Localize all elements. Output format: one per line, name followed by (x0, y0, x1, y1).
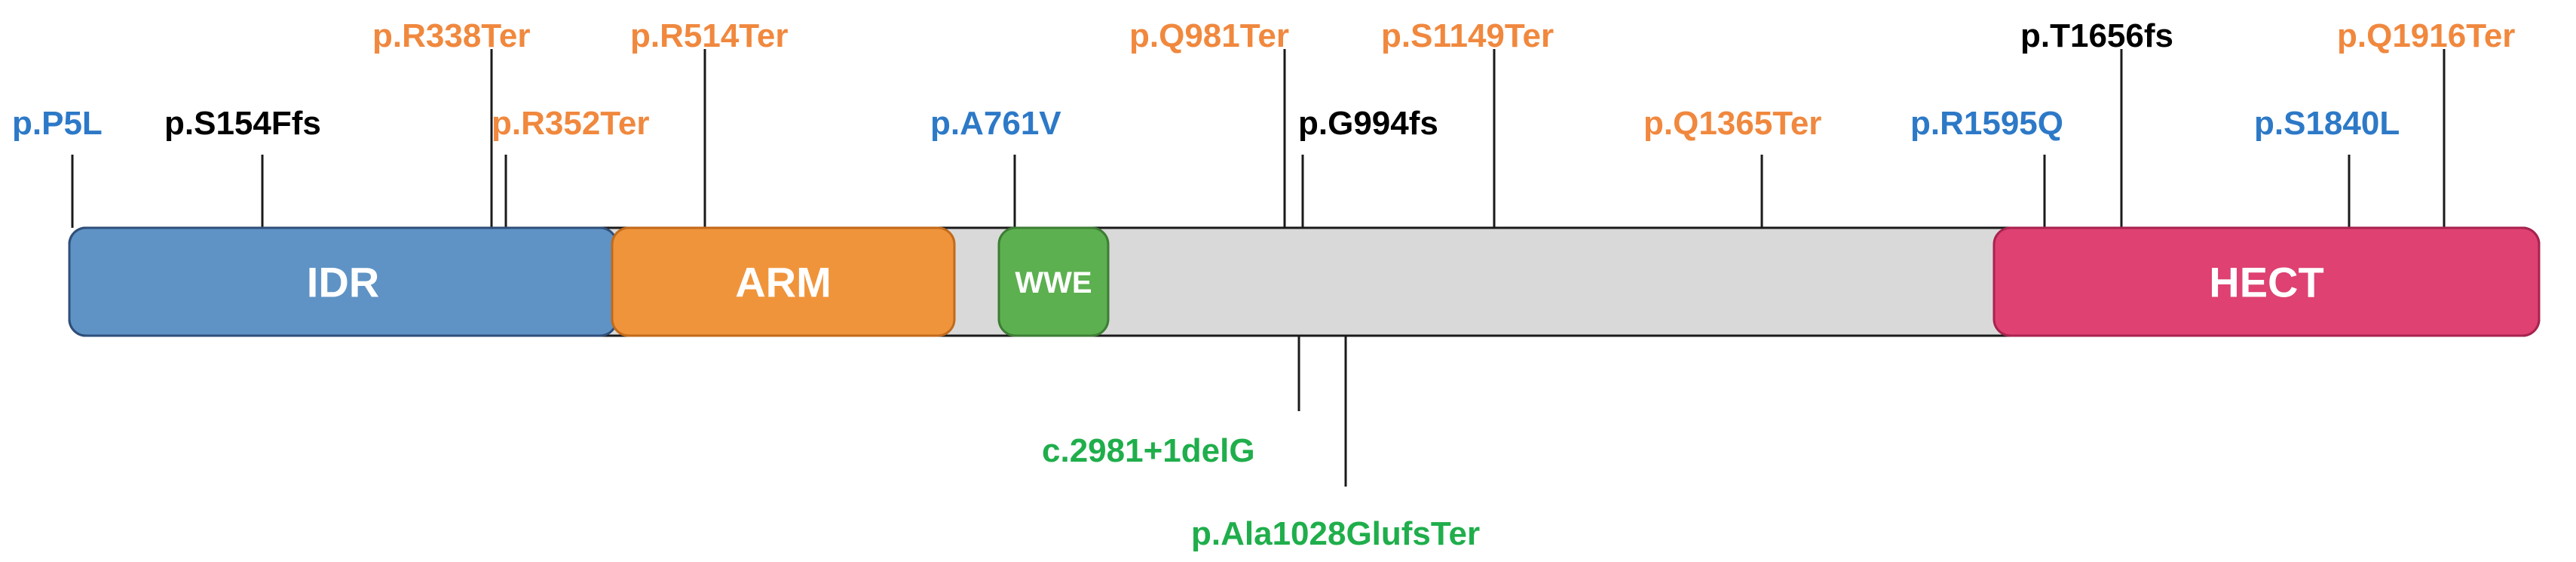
variant-label-p-ala1028glufster: p.Ala1028GlufsTer (1191, 515, 1480, 552)
variant-label-c-2981-1delg: c.2981+1delG (1042, 432, 1255, 469)
domain-hect (1992, 226, 2541, 337)
domain-label-idr: IDR (307, 259, 379, 306)
variant-label-p-a761v: p.A761V (930, 105, 1061, 142)
variant-label-p-s1840l: p.S1840L (2254, 105, 2400, 142)
variant-label-p-t1656fs: p.T1656fs (2020, 17, 2173, 54)
variant-labels: p.P5L p.S154Ffs p.R338Ter p.R352Ter p.R514Te… (12, 17, 2515, 552)
variant-label-p-g994fs: p.G994fs (1298, 105, 1438, 142)
variant-label-p-q981ter: p.Q981Ter (1129, 17, 1289, 54)
variant-label-p-q1916ter: p.Q1916Ter (2337, 17, 2515, 54)
variant-stems (71, 49, 2446, 487)
domain-label-hect: HECT (2209, 259, 2323, 306)
domain-label-wwe: WWE (1015, 266, 1092, 299)
variant-label-p-r338ter: p.R338Ter (372, 17, 531, 54)
variant-label-p-r352ter: p.R352Ter (492, 105, 650, 142)
variant-label-p-q1365ter: p.Q1365Ter (1643, 105, 1821, 142)
variant-label-p-s1149ter: p.S1149Ter (1381, 17, 1554, 54)
variant-label-p-r1595q: p.R1595Q (1910, 105, 2063, 142)
domain-label-arm: ARM (735, 259, 832, 306)
variant-label-p-s154ffs: p.S154Ffs (164, 105, 321, 142)
domain-wwe (997, 226, 1110, 337)
protein-bar: IDR ARM WWE HECT (68, 226, 2541, 337)
variant-label-p-p5l: p.P5L (12, 105, 103, 142)
domain-arm (611, 226, 956, 337)
variant-label-p-r514ter: p.R514Ter (630, 17, 789, 54)
